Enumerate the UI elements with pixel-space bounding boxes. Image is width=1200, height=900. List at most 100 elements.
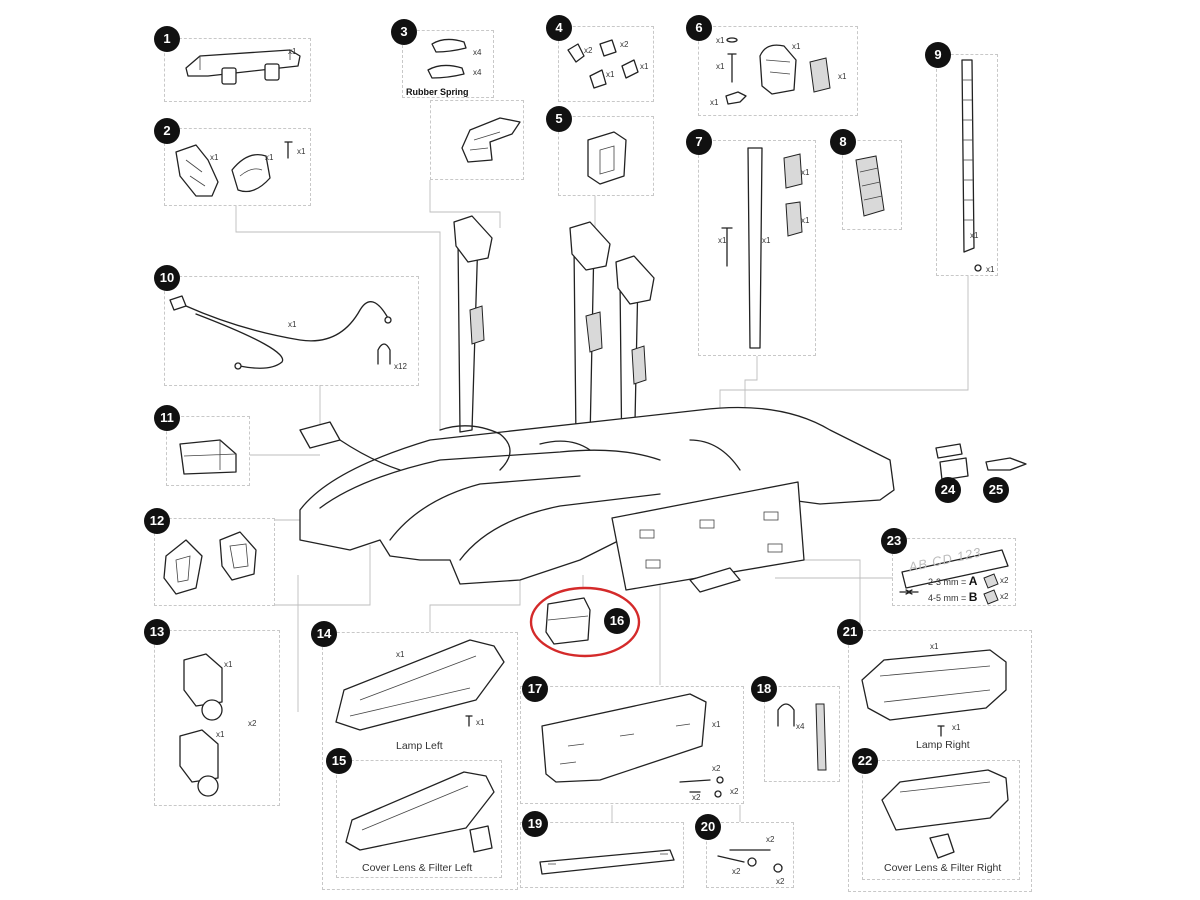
callout-12: 12 (144, 508, 170, 534)
part-box-3a (402, 30, 494, 98)
callout-10: 10 (154, 265, 180, 291)
qty-label: x1 (288, 47, 297, 56)
part-box-22 (862, 760, 1020, 880)
part-9-long-strap (961, 59, 982, 272)
part-17-plate (541, 693, 724, 798)
cover-left-label: Cover Lens & Filter Left (362, 862, 473, 874)
part-10-cable (169, 295, 392, 370)
callout-18: 18 (751, 676, 777, 702)
cover-right-label: Cover Lens & Filter Right (884, 862, 1002, 874)
main-carrier-assembly (299, 215, 895, 593)
part-4-clips (567, 39, 639, 89)
callout-1: 1 (154, 26, 180, 52)
part-box-8 (842, 140, 902, 230)
lamp-left-label: Lamp Left (396, 740, 443, 752)
part-box-18 (764, 686, 840, 782)
qty-label: x2 (620, 40, 629, 49)
qty-label: x1 (640, 62, 649, 71)
qty-label: x1 (710, 98, 719, 107)
callout-22: 22 (852, 748, 878, 774)
qty-label: x12 (394, 362, 407, 371)
part-3-rubber-spring (427, 38, 521, 163)
part-13-wheels (179, 653, 223, 797)
part-18-clips (777, 703, 827, 771)
part-6-lock (725, 37, 831, 105)
part-box-17 (520, 686, 744, 804)
callout-16: 16 (604, 608, 630, 634)
qty-label: x1 (396, 650, 405, 659)
callout-14: 14 (311, 621, 337, 647)
part-box-15 (336, 760, 502, 878)
spec-b-letter: B (968, 590, 978, 604)
part-5-bracket (587, 131, 627, 185)
qty-label: x1 (224, 660, 233, 669)
part-12-holders (163, 531, 257, 595)
callout-5: 5 (546, 106, 572, 132)
qty-label: x1 (970, 231, 979, 240)
qty-label: x1 (712, 720, 721, 729)
part-box-10 (164, 276, 419, 386)
qty-label: x1 (792, 42, 801, 51)
callout-8: 8 (830, 129, 856, 155)
qty-label: x4 (473, 48, 482, 57)
qty-label: x2 (692, 793, 701, 802)
qty-label: x1 (952, 723, 961, 732)
qty-label: x1 (838, 72, 847, 81)
part-box-20 (706, 822, 794, 888)
qty-label: x4 (796, 722, 805, 731)
qty-label: x2 (766, 835, 775, 844)
part-box-5 (558, 116, 654, 196)
callout-25: 25 (983, 477, 1009, 503)
qty-label: x2 (730, 787, 739, 796)
qty-label: x2 (1000, 576, 1009, 585)
qty-label: x1 (716, 36, 725, 45)
part-box-4 (558, 26, 654, 102)
part-25-key (985, 457, 1027, 471)
part-23-plate (899, 549, 1009, 605)
part-1-strip (185, 49, 301, 85)
qty-label: x1 (297, 147, 306, 156)
part-24-key (935, 443, 969, 481)
lamp-right-label: Lamp Right (916, 739, 970, 751)
callout-6: 6 (686, 15, 712, 41)
qty-label: x2 (712, 764, 721, 773)
qty-label: x2 (248, 719, 257, 728)
part-8-pad (855, 155, 885, 217)
callout-23: 23 (881, 528, 907, 554)
part-box-1 (164, 38, 311, 102)
callout-4: 4 (546, 15, 572, 41)
part-2-clamp (175, 141, 293, 197)
spec-b: 4-5 mm = B (928, 590, 977, 604)
part-box-21 (848, 630, 1032, 892)
part-19-bar (539, 849, 675, 875)
part-box-13 (154, 630, 280, 806)
part-14-lamp-left (335, 639, 505, 731)
qty-label: x2 (732, 867, 741, 876)
qty-label: x4 (473, 68, 482, 77)
callout-20: 20 (695, 814, 721, 840)
callout-24: 24 (935, 477, 961, 503)
part-21-lamp-right (861, 649, 1007, 737)
callout-17: 17 (522, 676, 548, 702)
part-box-19 (520, 822, 684, 888)
part-box-14 (322, 632, 518, 890)
qty-label: x1 (716, 62, 725, 71)
qty-label: x1 (265, 153, 274, 162)
callout-15: 15 (326, 748, 352, 774)
qty-label: x1 (216, 730, 225, 739)
part-16-cap (529, 586, 641, 658)
callout-7: 7 (686, 129, 712, 155)
qty-label: x2 (1000, 592, 1009, 601)
part-box-3b (430, 100, 524, 180)
callout-2: 2 (154, 118, 180, 144)
rubber-spring-label: Rubber Spring (406, 87, 469, 97)
highlight-ellipse (529, 586, 641, 658)
qty-label: x1 (476, 718, 485, 727)
qty-label: x2 (776, 877, 785, 886)
qty-label: x1 (210, 153, 219, 162)
qty-label: x1 (801, 216, 810, 225)
callout-13: 13 (144, 619, 170, 645)
part-15-cover-left (345, 771, 495, 853)
